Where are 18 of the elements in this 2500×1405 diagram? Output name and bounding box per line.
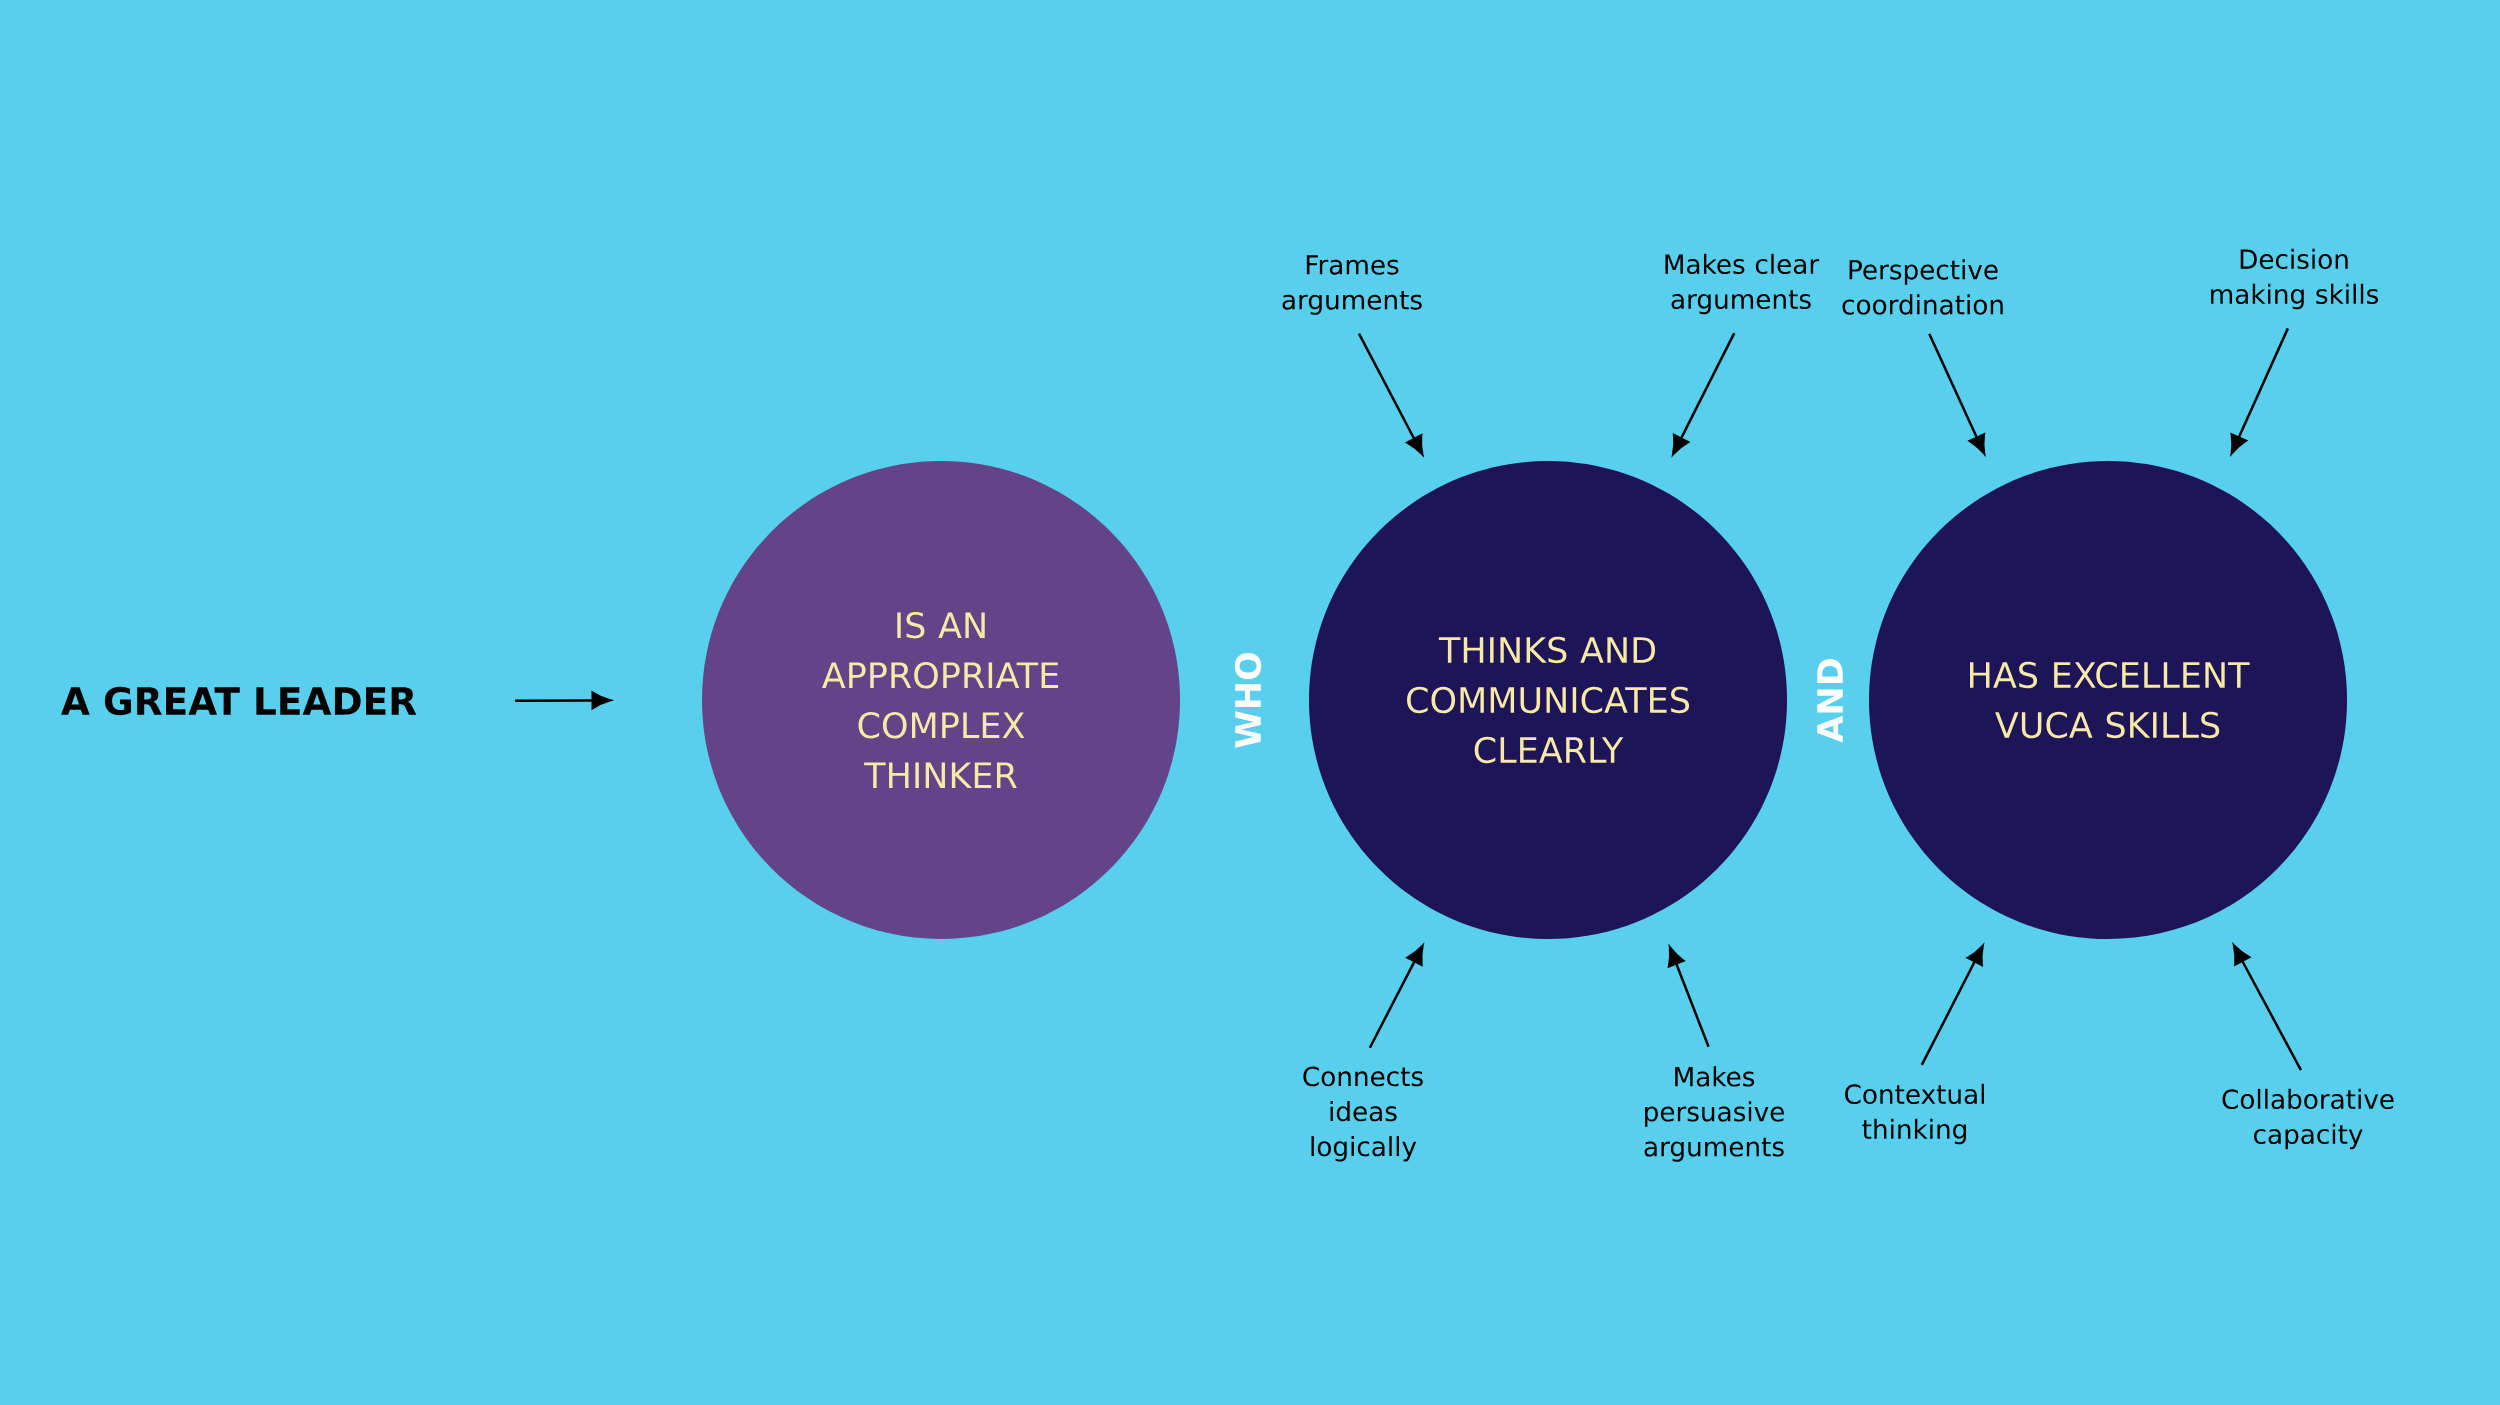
arrow — [1368, 944, 1424, 1049]
callout-text: Makes clear arguments — [1665, 253, 1820, 315]
callout-text: Frames arguments — [1282, 255, 1422, 315]
callout-text: Decision making skills — [2211, 248, 2379, 310]
callout-text: Collaborative capacity — [2222, 1088, 2394, 1150]
callout-text: Connects ideas logically — [1303, 1066, 1423, 1162]
arrow — [2230, 327, 2289, 455]
callout-text: Perspective coordination — [1842, 259, 2003, 315]
callout-text: Contextual thinking — [1845, 1083, 1984, 1145]
arrow — [1667, 946, 1710, 1048]
arrow — [1357, 333, 1424, 456]
title-text: A GREAT LEADER — [61, 686, 417, 716]
arrow — [2232, 944, 2303, 1071]
connector-word: AND — [1817, 659, 1843, 743]
arrow — [1928, 333, 1986, 455]
callout-text: Makes persuasive arguments — [1644, 1066, 1784, 1162]
connector-word: WHO — [1234, 652, 1262, 748]
arrow — [1920, 945, 1984, 1066]
